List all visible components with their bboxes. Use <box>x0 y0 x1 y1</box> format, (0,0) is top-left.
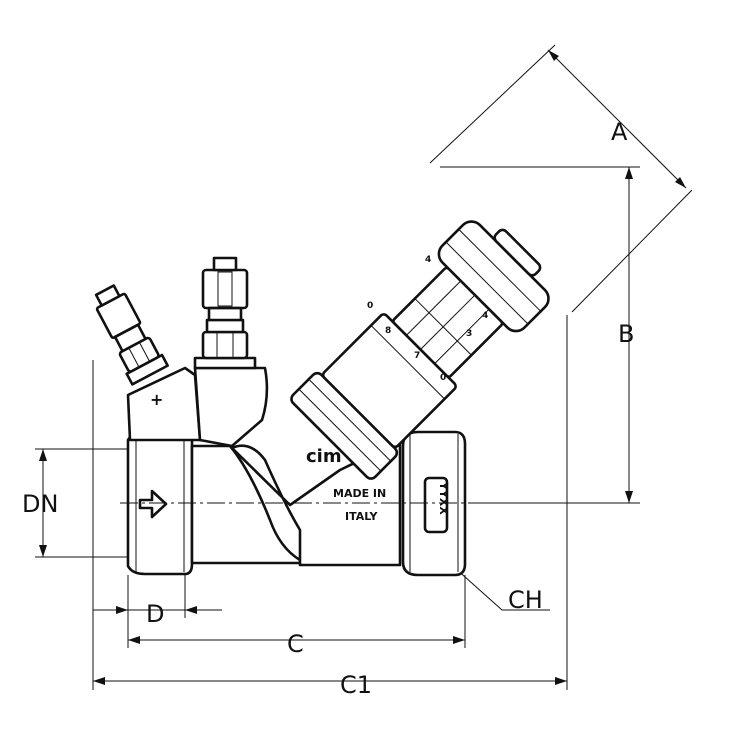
scale-number-0b: 0 <box>440 373 446 383</box>
scale-number-0a: 0 <box>367 301 373 311</box>
dim-label-a: A <box>611 118 628 146</box>
scale-number-4b: 4 <box>482 311 488 321</box>
dimension-arrows <box>39 50 686 685</box>
made-in-line2: ITALY <box>345 510 379 523</box>
brand-logo: cim <box>306 446 342 467</box>
bonnet-assembly: cim <box>290 220 550 480</box>
scale-number-8: 8 <box>385 326 391 336</box>
valve-body: YYXX MADE IN ITALY <box>120 430 475 577</box>
test-point-housing: + <box>126 366 269 448</box>
dimension-lines <box>35 44 693 690</box>
flow-arrow-icon <box>138 489 168 519</box>
inlet-neck <box>190 444 302 565</box>
left-test-point <box>94 284 169 386</box>
dim-label-dn: DN <box>22 490 58 518</box>
size-code: YYXX <box>437 481 450 515</box>
dim-label-d: D <box>146 600 164 628</box>
made-in-line1: MADE IN <box>333 487 386 500</box>
scale-number-7: 7 <box>414 351 420 361</box>
dim-label-b: B <box>618 320 634 348</box>
right-test-point <box>193 256 257 370</box>
dim-label-ch: CH <box>508 586 543 614</box>
scale-numbers: 8 7 0 0 4 4 3 <box>367 255 488 383</box>
scale-number-3: 3 <box>466 329 472 339</box>
scale-number-4a: 4 <box>425 255 431 265</box>
dim-label-c1: C1 <box>340 671 372 699</box>
dimension-labels: A B DN D C C1 CH <box>22 118 634 699</box>
size-code-plate <box>423 476 449 534</box>
plus-marking: + <box>150 390 163 409</box>
dim-label-c: C <box>287 630 304 658</box>
